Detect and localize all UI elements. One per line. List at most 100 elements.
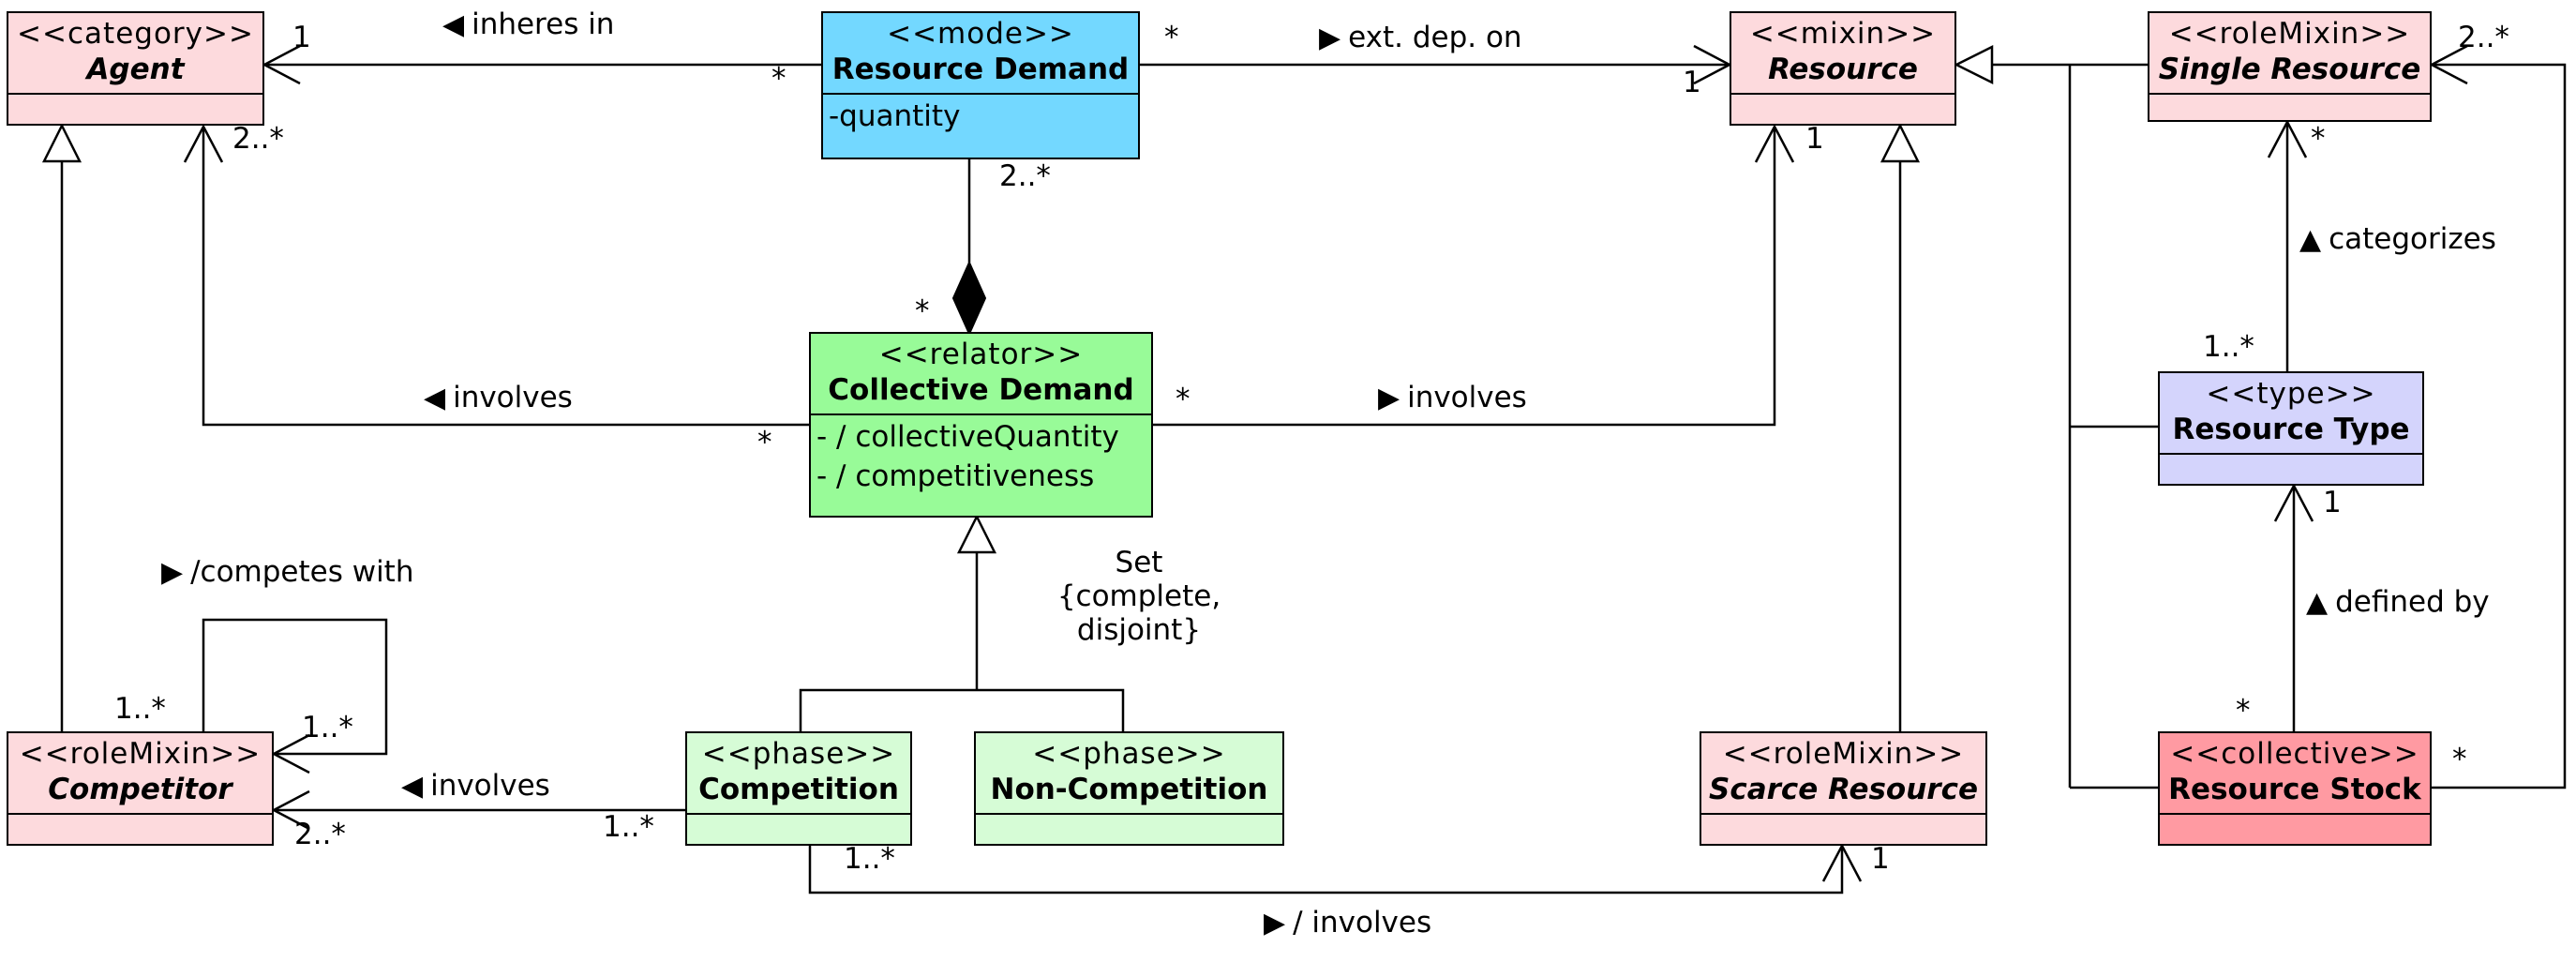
stereotype: <<roleMixin>> (19, 737, 262, 771)
stereotype: <<phase>> (1032, 737, 1226, 771)
mult-stock-single: * (2452, 743, 2467, 776)
class-single-resource[interactable]: <<roleMixin>> Single Resource (2148, 11, 2432, 122)
label-ext-dep-on: ▶ext. dep. on (1319, 21, 1522, 54)
class-competitor[interactable]: <<roleMixin>> Competitor (7, 731, 274, 846)
class-name: Resource Stock (2168, 773, 2421, 806)
stereotype: <<category>> (17, 17, 254, 51)
direction-right-icon: ▶ (161, 556, 184, 589)
class-name: Resource (1768, 53, 1918, 86)
class-name: Competition (698, 773, 899, 806)
mult-competitor-self-a: 1..* (114, 692, 166, 726)
arrowhead-open (183, 124, 224, 163)
class-non-competition[interactable]: <<phase>> Non-Competition (974, 731, 1284, 846)
class-name: Non-Competition (990, 773, 1268, 806)
stereotype: <<mixin>> (1749, 17, 1937, 51)
generalization-triangle (1880, 123, 1921, 163)
attribute-competitiveness: - / competitiveness (816, 459, 1095, 493)
arrowhead-open (271, 733, 310, 774)
attribute-compartment (976, 813, 1282, 844)
label-involves-agent: ◀involves (424, 381, 573, 414)
attribute-compartment (1731, 93, 1954, 124)
mult-agent-involves: 2..* (232, 122, 284, 156)
direction-left-icon: ◀ (442, 8, 465, 41)
direction-up-icon: ▲ (2306, 586, 2329, 619)
label-inheres-in: ◀inheres in (442, 8, 615, 41)
mult-competitor-involves: 2..* (294, 818, 346, 851)
arrowhead-open (1821, 843, 1863, 882)
stereotype: <<mode>> (887, 17, 1074, 51)
stereotype: <<roleMixin>> (1722, 737, 1965, 771)
class-name: Agent (86, 53, 185, 86)
attribute-compartment: -quantity (823, 93, 1138, 158)
label-involves-competitor: ◀involves (401, 769, 550, 803)
mult-agent-inheres: 1 (292, 21, 311, 54)
label-defined-by: ▲defined by (2306, 585, 2490, 619)
stereotype: <<phase>> (701, 737, 896, 771)
attribute-compartment (687, 813, 910, 844)
class-agent[interactable]: <<category>> Agent (7, 11, 264, 126)
attribute-compartment (1701, 813, 1985, 844)
class-competition[interactable]: <<phase>> Competition (685, 731, 912, 846)
edge-involves-resource (1153, 127, 1776, 427)
class-scarce-resource[interactable]: <<roleMixin>> Scarce Resource (1700, 731, 1987, 846)
mult-type-defined-by: 1 (2323, 486, 2342, 519)
attribute-quantity: -quantity (829, 99, 961, 133)
mult-type-categorizes: 1..* (2203, 330, 2254, 364)
direction-left-icon: ◀ (424, 382, 446, 414)
attribute-compartment (8, 813, 272, 844)
mult-single-resource-categorizes: * (2311, 122, 2326, 156)
class-resource[interactable]: <<mixin>> Resource (1730, 11, 1956, 126)
class-name: Resource Type (2172, 413, 2410, 446)
mult-competition-involves-scarce: 1..* (844, 842, 895, 876)
direction-right-icon: ▶ (1319, 22, 1341, 54)
attribute-compartment (2160, 813, 2430, 844)
mult-stock-defined-by: * (2236, 694, 2251, 728)
mult-demand-composite: 2..* (999, 159, 1051, 193)
stereotype: <<roleMixin>> (2168, 17, 2411, 51)
arrowhead-open (271, 789, 310, 831)
generalization-triangle (956, 514, 997, 554)
class-name: Competitor (48, 773, 232, 806)
edge-competes-with (202, 618, 388, 756)
edge-involves-scarce (808, 846, 1844, 894)
class-name: Collective Demand (828, 373, 1134, 407)
mult-resource-extdep: 1 (1683, 66, 1701, 99)
direction-right-icon: ▶ (1378, 382, 1400, 414)
generalization-triangle (1954, 44, 1994, 85)
direction-right-icon: ▶ (1264, 907, 1286, 939)
mult-scarce-involves: 1 (1871, 842, 1890, 876)
class-resource-type[interactable]: <<type>> Resource Type (2158, 371, 2424, 486)
stereotype: <<type>> (2206, 377, 2376, 411)
attribute-compartment: - / collectiveQuantity - / competitivene… (811, 413, 1151, 516)
label-involves-resource: ▶involves (1378, 381, 1527, 414)
label-competes-with: ▶/competes with (161, 555, 414, 589)
label-generalization-set: Set {complete, disjoint} (1056, 546, 1221, 647)
mult-collective-involves-agent: * (757, 426, 772, 459)
attribute-collective-quantity: - / collectiveQuantity (816, 420, 1119, 454)
arrowhead-open (2429, 44, 2468, 85)
class-resource-demand[interactable]: <<mode>> Resource Demand -quantity (821, 11, 1140, 159)
class-name: Single Resource (2158, 53, 2421, 86)
mult-collective-composite: * (915, 294, 930, 328)
direction-up-icon: ▲ (2299, 223, 2322, 256)
mult-single-resource-self: 2..* (2458, 21, 2509, 54)
arrowhead-open (2267, 119, 2308, 158)
class-name: Scarce Resource (1709, 773, 1978, 806)
edge-involves-agent (202, 127, 809, 427)
label-involves-scarce: ▶/ involves (1264, 906, 1432, 939)
label-categorizes: ▲categorizes (2299, 222, 2496, 256)
mult-demand-extdep: * (1164, 21, 1179, 54)
arrowhead-open (262, 44, 301, 85)
class-collective-demand[interactable]: <<relator>> Collective Demand - / collec… (809, 332, 1153, 518)
class-name: Resource Demand (831, 53, 1130, 86)
mult-competitor-self-b: 1..* (302, 711, 353, 744)
generalization-triangle (41, 123, 82, 163)
arrowhead-open (1754, 124, 1795, 163)
attribute-compartment (2160, 453, 2422, 484)
attribute-compartment (2149, 93, 2430, 120)
class-resource-stock[interactable]: <<collective>> Resource Stock (2158, 731, 2432, 846)
attribute-compartment (8, 93, 262, 124)
mult-demand-inheres: * (771, 62, 786, 96)
mult-collective-involves-resource: * (1176, 383, 1191, 416)
